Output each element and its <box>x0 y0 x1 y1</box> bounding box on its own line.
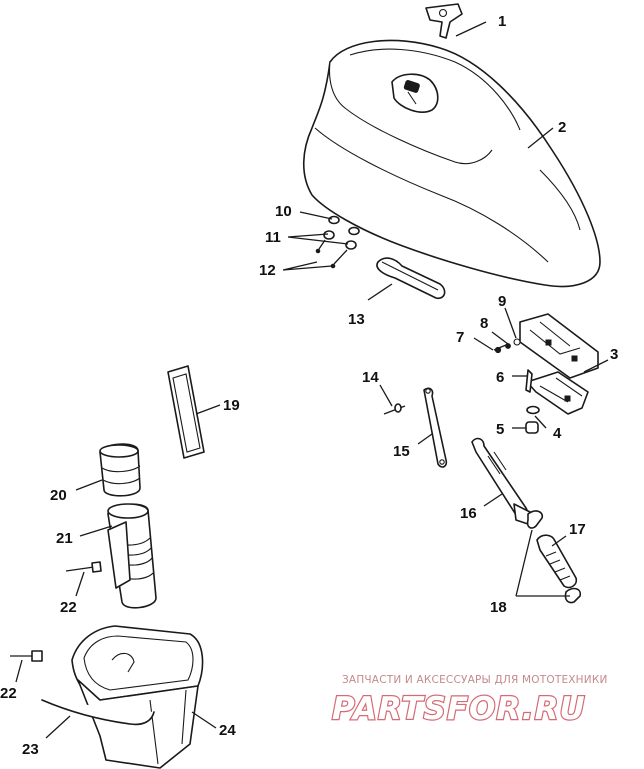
part-16-gas-strut <box>471 437 531 525</box>
callout-20: 20 <box>50 487 67 504</box>
callout-8: 8 <box>480 315 488 332</box>
callout-2: 2 <box>558 119 566 136</box>
part-14-pin <box>383 403 406 415</box>
part-20-cap <box>99 443 141 497</box>
callout-9: 9 <box>498 293 506 310</box>
part-22-screw-upper <box>65 561 102 573</box>
callout-24: 24 <box>219 722 236 739</box>
watermark: ЗАПЧАСТИ И АКСЕССУАРЫ ДЛЯ МОТОТЕХНИКИ PA… <box>331 674 608 728</box>
callout-17: 17 <box>569 521 586 538</box>
part-1-latch-clip <box>425 3 463 39</box>
callout-4: 4 <box>553 425 562 442</box>
callout-labels: 1 2 3 4 5 6 7 8 9 10 11 12 13 14 15 16 1… <box>0 13 618 758</box>
part-17-spring-clamp <box>526 510 582 604</box>
part-19-seal-strip <box>167 365 205 459</box>
callout-1: 1 <box>498 13 506 30</box>
callout-23: 23 <box>22 741 39 758</box>
callout-18: 18 <box>490 599 507 616</box>
part-13-handle <box>376 257 446 300</box>
part-2-console-cover <box>302 39 601 288</box>
callout-7: 7 <box>456 329 464 346</box>
callout-13: 13 <box>348 311 365 328</box>
leader-lines <box>15 21 609 739</box>
callout-19: 19 <box>223 397 240 414</box>
callout-22-upper: 22 <box>60 599 77 616</box>
callout-10: 10 <box>275 203 292 220</box>
callout-5: 5 <box>496 421 504 438</box>
callout-16: 16 <box>460 505 477 522</box>
part-10-11-12-fasteners <box>315 215 360 269</box>
part-21-boot-tube <box>107 503 157 609</box>
callout-6: 6 <box>496 369 504 386</box>
part-23-edge-trim <box>41 699 155 726</box>
part-3-hinge-bracket <box>519 313 599 415</box>
part-15-link-rod <box>423 387 448 468</box>
callout-11: 11 <box>265 229 281 246</box>
callout-14: 14 <box>362 369 379 386</box>
watermark-tagline: ЗАПЧАСТИ И АКСЕССУАРЫ ДЛЯ МОТОТЕХНИКИ <box>342 674 608 686</box>
part-24-storage-tub <box>71 625 204 769</box>
callout-3: 3 <box>610 346 618 363</box>
callout-12: 12 <box>259 262 276 279</box>
part-22-screw-lower <box>10 650 43 662</box>
callout-22-lower: 22 <box>0 685 17 702</box>
callout-21: 21 <box>56 530 73 547</box>
callout-15: 15 <box>393 443 410 460</box>
watermark-logo: PARTSFOR.RU <box>332 691 586 727</box>
